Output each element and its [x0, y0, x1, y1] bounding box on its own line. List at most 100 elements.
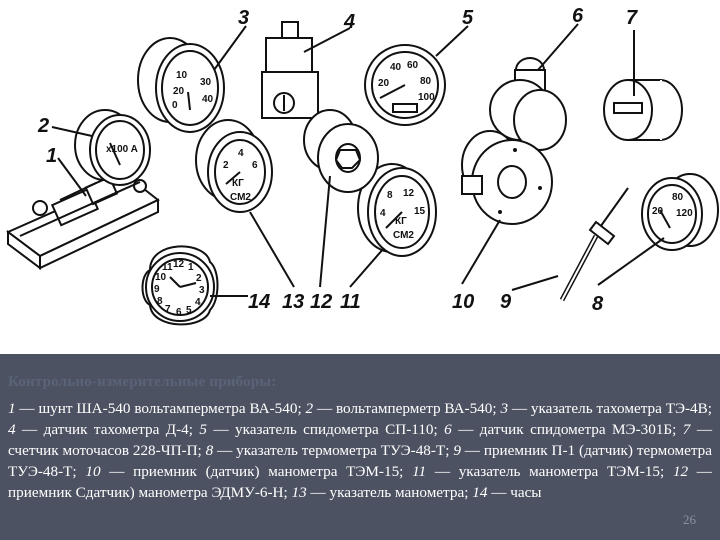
speedo-tick-100: 100 [418, 92, 435, 103]
tachometer-indicator-drawing: 10 20 30 0 40 [137, 37, 225, 133]
callout-11: 11 [340, 291, 361, 313]
mano11-tick-8: 8 [387, 190, 393, 201]
callout-7: 7 [626, 7, 638, 29]
speedo-tick-80: 80 [420, 76, 432, 87]
tacho-tick-30: 30 [200, 77, 212, 88]
tacho-tick-20: 20 [173, 86, 185, 97]
clock-7: 7 [165, 304, 171, 315]
voltammeter-drawing: x100 A [74, 109, 151, 186]
item-text: — указатель спидометра СП-110; [207, 421, 445, 438]
manometer-indicator-small-drawing: 2 4 6 КГ СМ2 [195, 119, 273, 213]
callout-5: 5 [462, 7, 474, 29]
item-number: 14 [472, 484, 488, 501]
tachometer-sensor-drawing [261, 21, 319, 119]
mano11-tick-12: 12 [403, 188, 415, 199]
callout-4: 4 [343, 11, 355, 33]
callout-12: 12 [310, 291, 332, 313]
item-number: 9 [453, 442, 461, 459]
manometer-indicator-drawing: 4 8 12 15 КГ СМ2 [357, 163, 437, 257]
speedometer-drawing: 40 60 20 80 100 [364, 44, 446, 126]
callout-10: 10 [452, 291, 474, 313]
speedometer-sensor-drawing [489, 57, 567, 151]
callout-2: 2 [37, 115, 49, 137]
clock-9: 9 [154, 284, 160, 295]
speedo-tick-20: 20 [378, 78, 390, 89]
mano11-tick-4: 4 [380, 208, 386, 219]
item-text: — указатель термометра ТУЭ-48-Т; [213, 442, 454, 459]
item-number: 6 [444, 421, 452, 438]
clock-3: 3 [199, 285, 205, 296]
item-text: — приемник (датчик) манометра ТЭМ-15; [100, 463, 413, 480]
thermometer-indicator-drawing: 20 80 120 [641, 173, 719, 251]
item-text: — указатель тахометра ТЭ-4В; [508, 400, 712, 417]
caption-body: 1 — шунт ШA-540 вольтамперметра ВА-540; … [8, 398, 712, 503]
mano11-unit-cm2: СМ2 [393, 230, 414, 241]
callout-8: 8 [592, 293, 604, 315]
manometer-sensor-drawing [461, 130, 553, 225]
slide-number: 26 [683, 512, 696, 527]
item-number: 10 [85, 463, 101, 480]
thermo-tick-20: 20 [652, 206, 664, 217]
item-number: 1 [8, 400, 16, 417]
leader-lines [51, 23, 665, 297]
item-number: 7 [682, 421, 691, 438]
callout-9: 9 [500, 291, 512, 313]
clock-6: 6 [176, 307, 182, 318]
item-number: 4 [8, 421, 16, 438]
item-number: 11 [412, 463, 427, 480]
mano13-unit-cm2: СМ2 [230, 192, 251, 203]
instruments-illustration: x100 A 10 20 30 0 40 [6, 5, 719, 326]
clock-8: 8 [157, 296, 163, 307]
clock-4: 4 [195, 297, 201, 308]
item-number: 12 [672, 463, 689, 480]
item-text: — приемник П-1 (датчик) термометра ТУЭ-4… [8, 442, 713, 480]
mano13-unit-kg: КГ [232, 178, 244, 189]
item-number: 3 [500, 400, 509, 417]
mano13-tick-6: 6 [252, 160, 258, 171]
tacho-tick-10: 10 [176, 70, 188, 81]
manometer-sensor-edmu-drawing [303, 109, 379, 193]
item-text: — счетчик моточасов 228-ЧП-П; [8, 421, 713, 459]
clock-12: 12 [173, 259, 185, 270]
hour-meter-drawing [603, 79, 683, 141]
item-text: — часы [487, 484, 542, 501]
thermometer-sensor-drawing [559, 187, 629, 302]
shunt-drawing [6, 175, 160, 270]
clock-drawing: 12 1 2 3 4 5 6 7 8 9 10 11 [141, 245, 219, 326]
clock-11: 11 [162, 262, 173, 273]
item-text: — указатель манометра ТЭМ-15; [426, 463, 673, 480]
item-text: — датчик спидометра МЭ-301Б; [451, 421, 683, 438]
thermo-tick-120: 120 [676, 208, 693, 219]
mano11-unit-kg: КГ [395, 216, 407, 227]
callout-3: 3 [238, 7, 249, 29]
item-number: 13 [291, 484, 307, 501]
item-text: — приемник Сдатчик) манометра ЭДМУ-6-Н; [8, 463, 712, 501]
caption-panel: Контрольно-измерительные приборы: 1 — шу… [0, 354, 720, 540]
clock-10: 10 [155, 272, 167, 283]
item-text: — датчик тахометра Д-4; [15, 421, 200, 438]
item-number: 8 [205, 442, 214, 459]
item-number: 5 [199, 421, 207, 438]
callout-14: 14 [248, 291, 270, 313]
tacho-tick-0: 0 [172, 100, 178, 111]
item-number: 2 [305, 400, 314, 417]
thermo-tick-80: 80 [672, 192, 684, 203]
speedo-tick-40: 40 [390, 62, 402, 73]
clock-5: 5 [186, 305, 192, 316]
item-text: — шунт ШA-540 вольтамперметра ВА-540; [15, 400, 306, 417]
callout-1: 1 [46, 145, 57, 167]
clock-2: 2 [196, 273, 202, 284]
caption-title: Контрольно-измерительные приборы: [8, 374, 277, 390]
callout-6: 6 [572, 5, 584, 27]
voltammeter-dial-label: x100 A [106, 144, 138, 155]
tacho-tick-40: 40 [202, 94, 214, 105]
item-text: — вольтамперметр ВА-540; [313, 400, 501, 417]
speedo-tick-60: 60 [407, 60, 419, 71]
mano11-tick-15: 15 [414, 206, 426, 217]
mano13-tick-2: 2 [223, 160, 229, 171]
mano13-tick-4: 4 [238, 148, 244, 159]
clock-1: 1 [188, 262, 194, 273]
callout-13: 13 [282, 291, 304, 313]
instruments-drawing: x100 A 10 20 30 0 40 [6, 5, 719, 326]
